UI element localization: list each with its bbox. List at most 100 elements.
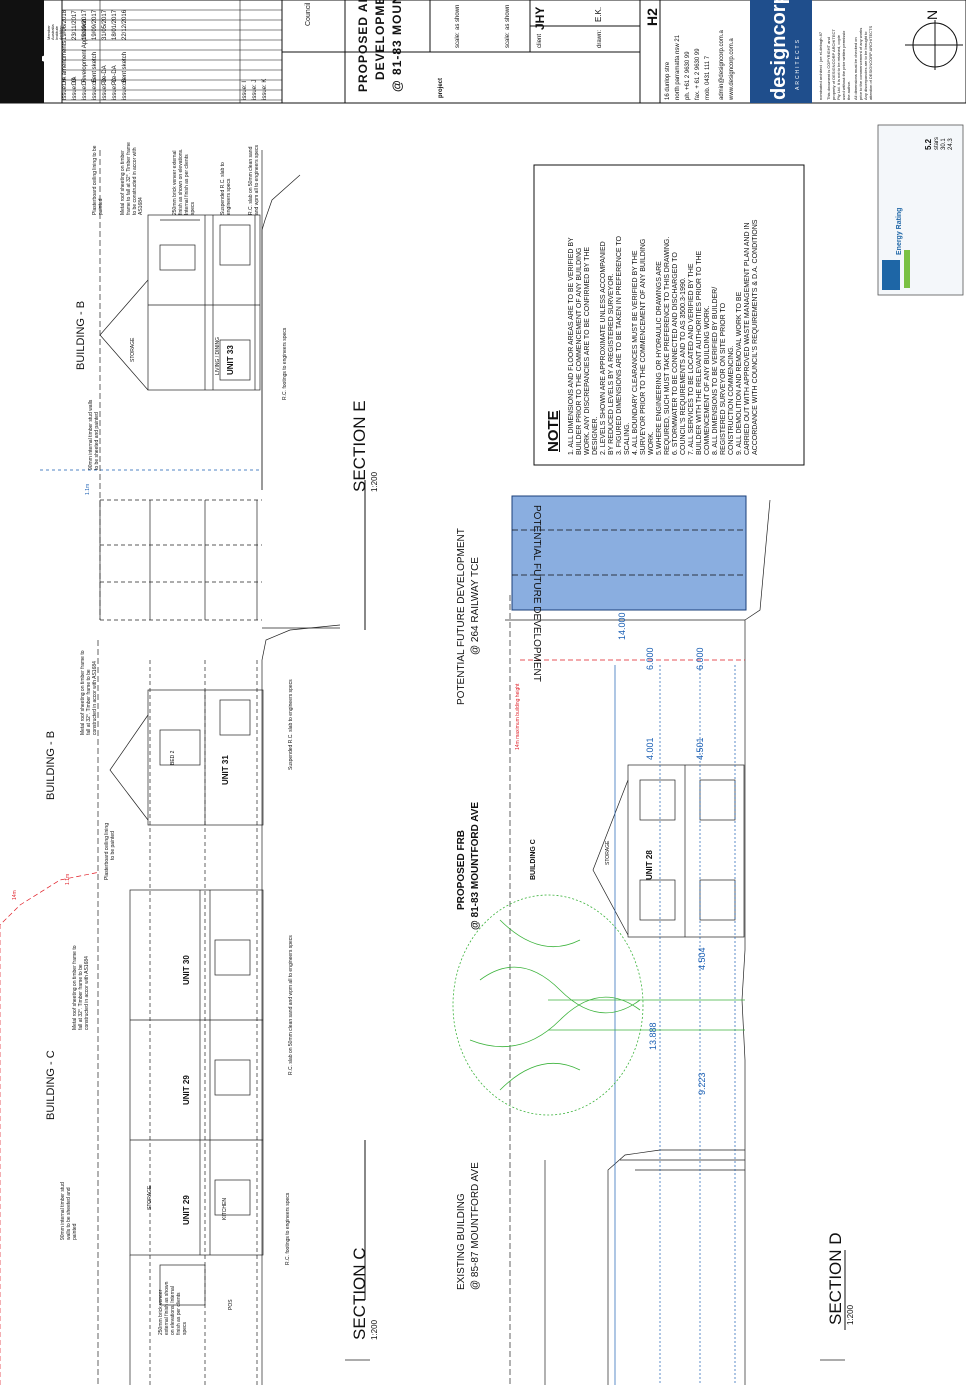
note-line: 7. ALL SERVICES TO BE LOCATED AND VERIFI… (688, 263, 695, 455)
note-line: 1. ALL DIMENSIONS AND FLOOR AREAS ARE TO… (568, 237, 575, 455)
note-line: WORK. ANY DISCREPANCIES ARE TO BE CONFIR… (584, 246, 591, 455)
section-e-note-18: STORAGE (130, 337, 136, 362)
energy-rating-title: Energy Rating (896, 207, 903, 255)
section-c-building-c: BUILDING - C (45, 1050, 57, 1120)
note-line: ACCORDANCE WITH COUNCIL'S REQUIREMENTS &… (752, 219, 759, 455)
note-line: COMMENCEMENT OF ANY BUILDING WORK. (704, 305, 711, 455)
project-title-line-2: DEVELOPMENT (373, 0, 387, 80)
section-e-note-14: and wpm all to engineers specs (254, 144, 260, 215)
designcorp-logo-block (750, 0, 812, 103)
issue-g-date: 23/11/2017 (72, 10, 78, 40)
section-d-title: SECTION D (826, 1232, 845, 1325)
north-arrow-icon (905, 20, 963, 70)
firm-sub: ARCHITECTS (795, 38, 801, 90)
note-line: COUNCIL'S REQUIREMENTS AND TO AS 3500.3-… (680, 277, 687, 455)
copyright-line-6: the author. (846, 81, 851, 100)
notes-list: 1. ALL DIMENSIONS AND FLOOR AREAS ARE TO… (568, 165, 760, 455)
address-line-6: admin@designcorp.com.a (719, 30, 725, 100)
dim-13888: 13.888 (648, 1022, 658, 1050)
section-d-drawing (505, 499, 845, 1385)
note-line: 3. FIGURED DIMENSIONS ARE TO BE TAKEN IN… (616, 236, 623, 455)
issue-j-label: issue: J (252, 79, 258, 100)
future-dev-line-1: POTENTIAL FUTURE DEVELOPMENT (456, 528, 467, 705)
section-c-unit-30: UNIT 30 (182, 955, 191, 985)
note-line: 6. STORMWATER TO BE CONNECTED AND DISCHA… (672, 252, 679, 455)
section-c-note-9: constructed in accor with AS1684 (84, 956, 90, 1030)
address-line-4: fax. + 61 2 9630 99 (695, 48, 701, 100)
note-line: REQUIRED, SUCH MUST TAKE PREFERENCE TO T… (664, 236, 671, 455)
section-d-building: BUILDING C (530, 839, 537, 880)
scale-value-1: as shown (505, 4, 511, 30)
issue-e-date: 19/09/2017 (92, 9, 98, 40)
note-line: BUILDER PRIOR TO THE COMMENCEMENT OF ANY… (576, 247, 583, 455)
section-e-scale: 1:200 (370, 471, 379, 492)
section-c-unit-31: UNIT 31 (221, 755, 230, 785)
drawn-value: E.K. (594, 6, 603, 22)
issue-h-date: 19/06/2018 (62, 9, 68, 40)
section-d-unit: UNIT 28 (645, 850, 654, 880)
issue-f-date: 19/09/2017 (82, 9, 88, 40)
note-line: 2. LEVELS SHOWN ARE APPROXIMATE UNLESS A… (600, 241, 607, 455)
note-line: REGISTERED SURVEYOR ON SITE PRIOR TO (720, 302, 727, 455)
issue-c-desc: Pre-DA (112, 65, 118, 85)
dim-14000: 14.000 (617, 612, 627, 640)
scale-label-1: scale: (505, 32, 511, 48)
dim-4501: 4.501 (695, 737, 705, 760)
section-e-building: BUILDING - B (75, 300, 87, 370)
firm-name: designcorp (768, 0, 790, 100)
future-dev-block-label: POTENTIAL FUTURE DEVELOPMENT (531, 505, 542, 682)
issue-h-desc: DA amendments (62, 40, 68, 85)
note-line: CONSTRUCTION COMMENCING. (728, 345, 735, 455)
section-c-note-24: 1.1m (65, 873, 71, 885)
section-e-note-20: 1.1m (85, 483, 91, 495)
section-e-unit: UNIT 33 (226, 345, 235, 375)
issue-d-desc: Pre-DA (102, 65, 108, 85)
section-c-note-18: specs (182, 1321, 188, 1335)
issue-b-date: 22/12/2016 (122, 9, 128, 40)
address-line-2: north parramatta nsw 21 (675, 34, 681, 100)
scale-value-2: as shown (455, 4, 461, 30)
note-line: 8. ALL DIMENSIONS TO BE VERIFIED BY BUIL… (712, 286, 719, 455)
address-line-1: 16 dunlop stre (665, 61, 671, 100)
note-line: WORK. (648, 431, 655, 455)
dim-9223: 9.223 (697, 1072, 707, 1095)
section-c-note-23: POS (228, 1299, 234, 1310)
section-e-note-10: specs (190, 201, 196, 215)
issue-g-desc: DA (72, 76, 78, 85)
note-line: 9. ALL DEMOLITION AND REMOVAL WORK TO BE (736, 291, 743, 455)
issue-k-label: issue: K (262, 78, 268, 100)
tree-illustration (452, 894, 745, 1116)
section-c-note-19: R.C. footings to engineers specs (285, 1192, 291, 1265)
energy-rating-stars: 5.2 (924, 138, 933, 150)
section-c-unit-29a: UNIT 29 (182, 1075, 191, 1105)
section-c-note-5: to be painted (110, 831, 116, 860)
existing-building-line-1: EXISTING BUILDING (456, 1193, 467, 1290)
issue-i-label: issue: I (242, 80, 248, 100)
address-line-3: ph. +61 2 9630 99 (685, 51, 691, 100)
section-c-note-10: R.C. slab on 50mm clean sand and wpm all… (288, 935, 294, 1075)
scale-label-2: scale: (455, 32, 461, 48)
note-line: 5.WHERE ENGINEERING OR HYDRAULIC DRAWING… (656, 261, 663, 455)
section-c-drawing (0, 624, 370, 1385)
copyright-line-1: nominated architect : joe el-debagh 87 (818, 31, 823, 100)
future-dev-line-2: @ 264 RAILWAY TCE (470, 557, 481, 655)
note-line: 4. ALL BOUNDARY CLEARANCES MUST BE VERIF… (632, 250, 639, 456)
project-title-line-1: PROPOSED AFFORDABLE HOUSING (356, 0, 370, 92)
future-block-dividers (512, 529, 746, 576)
potential-future-development-block (511, 495, 747, 611)
section-e-note-12: engineers specs (226, 178, 232, 215)
client-value: JHY (533, 6, 547, 30)
section-c-unit-29b: UNIT 29 (182, 1195, 191, 1225)
notes-box (533, 164, 805, 466)
section-d-height-line: 14m maximum building height (515, 683, 521, 750)
address-line-5: mob. 0431 111 7 (705, 55, 711, 100)
drawing-number: H2 (644, 8, 660, 26)
note-line: BY REDUCED LEVELS BY A REGISTERED SURVEY… (608, 273, 615, 455)
note-line: DESIGNER. (592, 416, 599, 455)
section-d-scale: 1:200 (846, 1304, 855, 1325)
energy-rating-v1: 30.1 (941, 138, 947, 150)
section-c-note-13: painted (72, 1223, 78, 1240)
dim-4001: 4.001 (645, 737, 655, 760)
existing-building-line-2: @ 85-87 MOUNTFORD AVE (470, 1162, 481, 1290)
